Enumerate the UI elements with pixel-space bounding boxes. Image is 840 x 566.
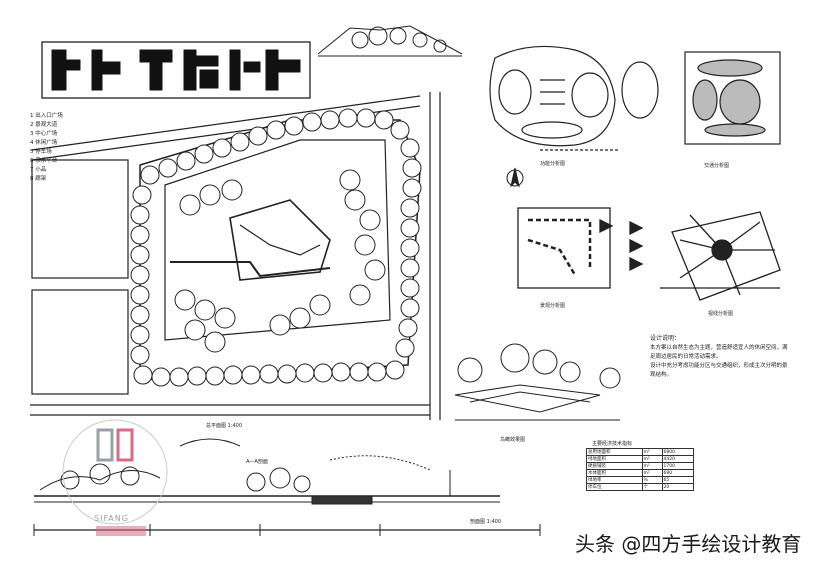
table-cell: m² <box>641 469 663 477</box>
brand-logo <box>62 419 168 525</box>
analysis-caption: 景观分析图 <box>540 303 566 309</box>
table-row: 绿地率%65 <box>586 476 695 484</box>
analysis-caption: 视线分析图 <box>708 311 734 317</box>
analysis-diagram-traffic <box>517 207 644 289</box>
analysis-diagram-function <box>489 45 659 151</box>
legend-item: 8 廊架 <box>30 176 47 182</box>
legend-item: 3 中心广场 <box>30 131 58 137</box>
notes-paragraph: 设计中充分考虑功能分区与交通组织，形成主次分明的景观结构。 <box>650 363 788 378</box>
table-cell: 个 <box>641 483 663 491</box>
table-cell: 4420 <box>661 455 695 463</box>
table-caption: 主要经济技术指标 <box>592 441 633 447</box>
table-cell: 停车位 <box>586 483 643 491</box>
table-cell: 绿地面积 <box>586 455 643 463</box>
logo-subtitle-bar <box>96 526 146 536</box>
analysis-diagram-view <box>660 211 781 301</box>
legend-item: 6 亲水平台 <box>30 158 58 164</box>
sheet-title: 快题设计 <box>34 104 38 105</box>
table-cell: 680 <box>661 469 695 477</box>
table-cell: 水体面积 <box>586 469 643 477</box>
title-block-letters <box>41 41 311 99</box>
plan-caption: 总平面图 1:400 <box>206 423 242 429</box>
building-block <box>31 159 129 279</box>
tree-canopies <box>130 108 422 387</box>
perspective-caption: 鸟瞰效果图 <box>500 437 526 443</box>
analysis-caption: 功能分析图 <box>540 161 566 167</box>
table-cell: m² <box>641 448 663 456</box>
table-cell: 20 <box>661 483 695 491</box>
table-cell: m² <box>641 462 663 470</box>
table-cell: 硬质铺装 <box>586 462 643 470</box>
table-cell: m² <box>641 455 663 463</box>
table-cell: 6800 <box>661 448 695 456</box>
table-cell: 总用地面积 <box>586 448 643 456</box>
analysis-caption: 交通分析图 <box>704 163 730 169</box>
table-cell: 65 <box>661 476 695 484</box>
perspective-sketch-top <box>317 25 463 57</box>
table-cell: 绿地率 <box>586 476 643 484</box>
logo-text: SIFANG <box>94 514 129 523</box>
legend-item: 4 休闲广场 <box>30 140 58 146</box>
central-plaza <box>229 199 331 281</box>
section-caption: 剖面图 1:400 <box>470 519 501 525</box>
notes-heading: 设计说明： <box>650 335 681 342</box>
table-cell: % <box>641 476 663 484</box>
watermark: 头条 @四方手绘设计教育 <box>575 532 802 556</box>
legend-item: 1 出入口广场 <box>30 113 63 119</box>
legend-item: 7 小品 <box>30 167 47 173</box>
notes-paragraph: 本方案以自然生态为主题，营造舒适宜人的休闲空间，满足周边居民的日常活动需求。 <box>650 345 788 360</box>
perspective-sketch-center <box>454 343 621 421</box>
table-cell: 1700 <box>661 462 695 470</box>
plan-legend: 1 出入口广场 2 景观大道 3 中心广场 4 休闲广场 5 停车场 6 亲水平… <box>30 112 150 184</box>
legend-item: 2 景观大道 <box>30 122 58 128</box>
legend-item: 5 停车场 <box>30 149 52 155</box>
analysis-diagram-zones <box>684 51 781 145</box>
design-notes: 设计说明： 本方案以自然生态为主题，营造舒适宜人的休闲空间，满足周边居民的日常活… <box>650 334 790 380</box>
north-arrow-icon <box>506 167 524 188</box>
section-label: A—A剖面 <box>246 459 268 465</box>
building-block <box>31 289 129 395</box>
site-boundary <box>31 95 421 151</box>
